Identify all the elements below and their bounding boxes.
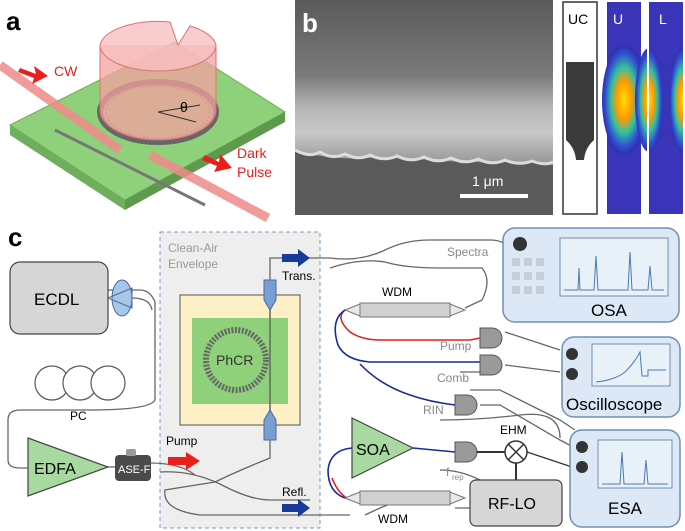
osc-port-1 [566, 348, 578, 360]
phcr-label: PhCR [216, 352, 253, 368]
ase-filter-knob [126, 449, 136, 456]
soa-label: SOA [356, 442, 390, 459]
lensed-fiber-bottom [263, 409, 277, 441]
u-label: U [613, 11, 623, 27]
u-mode-field [602, 45, 646, 155]
panel-b: b 1 μm UC U L [294, 0, 685, 216]
wdm-bottom-body [359, 490, 451, 506]
esa-label: ESA [608, 499, 643, 518]
cw-arrow [18, 66, 48, 84]
wdm-top-end-right [449, 303, 467, 317]
lensed-fiber-top [263, 279, 277, 311]
esa-port-2 [576, 461, 588, 473]
rflo-label: RF-LO [488, 496, 536, 513]
wdm-top-body [359, 302, 451, 318]
wdm-bottom-label: WDM [378, 512, 408, 526]
theta-line [157, 104, 201, 113]
panel-c: c Clean-Air Envelope PhCR [7, 222, 681, 529]
osa-label: OSA [591, 301, 628, 320]
edfa-amplifier [27, 437, 110, 497]
rin-detector-label: RIN [423, 403, 444, 417]
dark-pulse-arrow [202, 154, 232, 172]
osa-port [513, 237, 527, 251]
frep-label: f [446, 465, 450, 479]
wdm-bottom-end-right [449, 491, 467, 505]
mixer-out-line [526, 451, 576, 469]
wdm-top-end-left [343, 303, 361, 317]
ehm-label: EHM [500, 423, 527, 437]
output-beam [147, 151, 271, 222]
envelope-label-1: Clean-Air [168, 241, 218, 255]
refl-arrow [282, 499, 310, 517]
frep-sub-label: rep [452, 473, 464, 482]
cw-beam [0, 61, 123, 154]
l-label: L [659, 11, 667, 27]
l-mode-field-right [669, 48, 685, 152]
osc-port-2 [566, 368, 578, 380]
spectra-label: Spectra [447, 245, 489, 259]
panel-a-letter: a [6, 6, 21, 36]
theta-label: θ [180, 99, 188, 115]
chip-slab-side [10, 125, 125, 210]
panel-b-letter: b [302, 8, 318, 38]
dark-label: Dark [237, 145, 268, 161]
esa-trace [602, 451, 668, 485]
ase-filter [115, 455, 151, 481]
phcr-ring [203, 327, 269, 393]
panel-a: a θ CW Dark Pulse [0, 6, 286, 222]
pc-label: PC [70, 409, 87, 423]
pc-paddle-3 [90, 365, 126, 401]
field-cylinder [99, 45, 217, 141]
soa-in-fiber [327, 447, 360, 499]
l-divider-right [683, 0, 685, 216]
wdm-bottom-end-left [343, 491, 361, 505]
uc-label: UC [568, 11, 588, 27]
trans-label: Trans. [282, 269, 316, 283]
scale-label: 1 μm [472, 173, 503, 189]
osa-keypad [512, 258, 544, 294]
comb-detector-label: Comb [437, 371, 469, 385]
edfa-label: EDFA [34, 461, 76, 478]
bus-waveguide [54, 128, 206, 207]
comb-fiber-blue [334, 309, 480, 363]
ecdl-label: ECDL [34, 290, 79, 309]
l-divider-left [647, 0, 649, 216]
comb-detector [479, 354, 503, 376]
asef-label: ASE-F [118, 464, 151, 476]
pump-arrow [168, 452, 200, 470]
ecdl-output-fiber [131, 297, 153, 311]
refl-label: Refl. [282, 485, 307, 499]
collimator-lens [111, 279, 133, 317]
osa-trace [564, 251, 664, 291]
mixer-x2 [507, 443, 525, 461]
osc-trace [595, 350, 666, 383]
esa-port-1 [576, 441, 588, 453]
pump-fiber-red [340, 309, 481, 341]
fiber-network [7, 239, 576, 516]
pump-detector-label: Pump [440, 339, 472, 353]
rin-detector [454, 394, 478, 416]
uc-cell [566, 62, 594, 160]
sem-teeth [294, 148, 554, 166]
trans-arrow [282, 249, 310, 267]
panel-c-letter: c [8, 222, 22, 252]
cw-label: CW [54, 63, 78, 79]
rin-fiber-blue [359, 363, 456, 406]
frep-detector [454, 441, 478, 463]
envelope-label-2: Envelope [168, 257, 218, 271]
theta-line-2 [157, 111, 197, 123]
oscilloscope-label: Oscilloscope [566, 395, 662, 414]
pulse-label: Pulse [237, 164, 272, 180]
rf-lo-box [469, 479, 563, 527]
pump-arrow-label: Pump [166, 434, 198, 448]
esa-screen [597, 439, 673, 489]
pump-detector [479, 327, 503, 349]
wdm-top-label: WDM [382, 285, 412, 299]
field-cylinder-top [99, 20, 217, 72]
soa-out-fiber [412, 447, 456, 453]
sem-bottom [295, 150, 553, 215]
